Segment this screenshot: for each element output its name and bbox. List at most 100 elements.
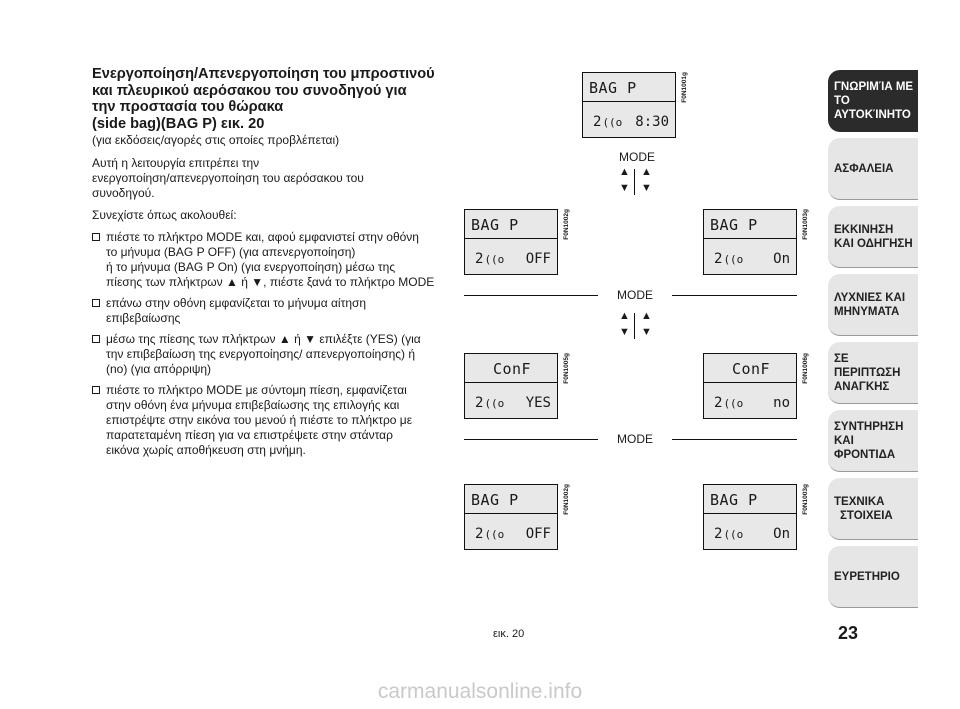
section-heading: Ενεργοποίηση/Απενεργοποίηση του μπροστιν…: [92, 66, 444, 132]
display-screen-bag-on-saved: BAG P 2((o On: [703, 484, 797, 550]
bullet-line: ή το μήνυμα (BAG P On) (για ενεργοποίηση…: [106, 260, 396, 274]
page-number: 23: [838, 623, 859, 643]
bullet-line: επιβεβαίωσης: [106, 311, 181, 325]
display-screen-clock: BAG P 2((o 8:30: [582, 72, 676, 138]
tab-label: ΜΗΝΥΜΑΤΑ: [834, 305, 900, 318]
bullet-line: παρατεταμένη πίεση για να επιστρέψετε στ…: [106, 428, 393, 442]
bullet-step-1: πιέστε το πλήκτρο MODE και, αφού εμφανισ…: [92, 230, 444, 290]
bullet-step-4: πιέστε το πλήκτρο MODE με σύντομη πίεση,…: [92, 383, 444, 458]
passenger-seat-icon: 2((o: [475, 250, 504, 268]
bullet-line: επάνω στην οθόνη εμφανίζεται το μήνυμα α…: [106, 296, 367, 310]
screen-divider: [465, 382, 557, 383]
seat-number: 2: [714, 251, 723, 267]
heading-line: (side bag)(BAG P) εικ. 20: [92, 115, 265, 132]
mode-label: MODE: [617, 288, 653, 302]
paragraph-line: Συνεχίστε όπως ακολουθεί:: [92, 208, 237, 222]
seat-number: 2: [475, 251, 484, 267]
arrow-up-icon: ▲: [641, 310, 652, 322]
tab-getting-to-know-the-car[interactable]: ΓΝΩΡΙΜΊΑ ΜΕ ΤΟ ΑΥΤΟΚΊΝΗΤΟ: [828, 70, 918, 132]
bullet-line: μέσω της πίεσης των πλήκτρων ▲ ή ▼ επιλέ…: [106, 332, 421, 346]
mode-label: MODE: [619, 150, 655, 164]
figure-code: F0N1002g: [563, 484, 570, 515]
arrow-divider: [634, 313, 635, 339]
seat-glyph: ((o: [723, 397, 744, 410]
figure-code: F0N1001g: [681, 72, 688, 103]
figure-code: F0N1006g: [802, 353, 809, 384]
bullet-line: εικόνα χωρίς αποθήκευση στη μνήμη.: [106, 443, 306, 457]
paragraph-line: Αυτή η λειτουργία επιτρέπει την: [92, 156, 260, 170]
arrow-divider: [634, 169, 635, 195]
screen-divider: [465, 238, 557, 239]
figure-code: F0N1003g: [802, 484, 809, 515]
tab-label: ΣΥΝΤΗΡΗΣΗ: [834, 420, 904, 433]
tab-label: ΚΑΙ ΟΔΗΓΗΣΗ: [834, 237, 913, 250]
screen-top-text: BAG P: [471, 216, 519, 234]
tab-label: ΑΝΑΓΚΗΣ: [834, 380, 890, 393]
passenger-seat-icon: 2((o: [714, 250, 743, 268]
tab-label: ΣΤΟΙΧΕΙΑ: [840, 509, 893, 522]
seat-number: 2: [475, 395, 484, 411]
screen-bottom-text: 8:30: [635, 114, 669, 130]
seat-number: 2: [593, 114, 602, 130]
screen-bottom-text: On: [773, 251, 790, 267]
seat-glyph: ((o: [484, 528, 505, 541]
tab-label: ΑΣΦΑΛΕΙΑ: [834, 162, 894, 175]
display-screen-conf-no: ConF 2((o no: [703, 353, 797, 419]
heading-subtitle: (για εκδόσεις/αγορές στις οποίες προβλέπ…: [92, 133, 340, 147]
screen-bottom-text: no: [773, 395, 790, 411]
seat-glyph: ((o: [484, 397, 505, 410]
tab-label: ΛΥΧΝΙΕΣ ΚΑΙ: [834, 291, 906, 304]
mode-label: MODE: [617, 432, 653, 446]
seat-glyph: ((o: [602, 116, 623, 129]
screen-bottom-text: YES: [525, 395, 551, 411]
tab-label: ΤΕΧΝΙΚΑ: [834, 495, 885, 508]
arrow-down-icon: ▼: [619, 326, 630, 338]
screen-divider: [583, 101, 675, 102]
bullet-step-2: επάνω στην οθόνη εμφανίζεται το μήνυμα α…: [92, 296, 444, 326]
passenger-seat-icon: 2((o: [475, 394, 504, 412]
seat-number: 2: [714, 526, 723, 542]
tab-label: ΣΕ ΠΕΡΙΠΤΩΣΗ: [834, 352, 901, 379]
tab-index[interactable]: ΕΥΡΕΤΗΡΙΟ: [828, 546, 918, 608]
seat-number: 2: [714, 395, 723, 411]
tab-label: ΚΑΙ ΦΡΟΝΤΙΔΑ: [834, 434, 896, 461]
bullet-line: επιστρέψτε στην εικόνα του μενού ή πιέστ…: [106, 413, 413, 427]
instruction-paragraph: Συνεχίστε όπως ακολουθεί:: [92, 208, 444, 223]
tab-label: ΕΥΡΕΤΗΡΙΟ: [834, 570, 900, 583]
intro-paragraph: Αυτή η λειτουργία επιτρέπει την ενεργοπο…: [92, 156, 444, 201]
passenger-seat-icon: 2((o: [714, 394, 743, 412]
heading-line: και πλευρικού αερόσακου του συνοδηγού γι…: [92, 82, 407, 99]
screen-top-text: BAG P: [710, 491, 758, 509]
bullet-line: πιέστε το πλήκτρο MODE με σύντομη πίεση,…: [106, 383, 407, 397]
screen-top-text: BAG P: [710, 216, 758, 234]
bullet-line: πίεσης των πλήκτρων ▲ ή ▼, πιέστε ξανά τ…: [106, 275, 435, 289]
display-screen-bag-off-saved: BAG P 2((o OFF: [464, 484, 558, 550]
tab-safety[interactable]: ΑΣΦΑΛΕΙΑ: [828, 138, 918, 200]
display-screen-bag-off: BAG P 2((o OFF: [464, 209, 558, 275]
screen-divider: [704, 382, 796, 383]
checkbox-bullet-icon: [92, 386, 100, 394]
checkbox-bullet-icon: [92, 299, 100, 307]
tab-label: ΤΟ ΑΥΤΟΚΊΝΗΤΟ: [834, 95, 911, 121]
text-column: Ενεργοποίηση/Απενεργοποίηση του μπροστιν…: [92, 66, 444, 464]
connector-line: [464, 295, 598, 296]
seat-glyph: ((o: [723, 253, 744, 266]
arrow-down-icon: ▼: [641, 326, 652, 338]
arrow-down-icon: ▼: [619, 182, 630, 194]
heading-line: την προστασία του θώρακα: [92, 99, 284, 115]
display-screen-bag-on: BAG P 2((o On: [703, 209, 797, 275]
figure-code: F0N1003g: [802, 209, 809, 240]
arrow-up-icon: ▲: [619, 310, 630, 322]
paragraph-line: ενεργοποίηση/απενεργοποίηση του αερόσακο…: [92, 171, 364, 185]
connector-line: [672, 439, 797, 440]
tab-label: ΓΝΩΡΙΜΊΑ ΜΕ: [834, 81, 914, 93]
bullet-step-3: μέσω της πίεσης των πλήκτρων ▲ ή ▼ επιλέ…: [92, 332, 444, 377]
heading-line: Ενεργοποίηση/Απενεργοποίηση του μπροστιν…: [92, 66, 435, 82]
screen-divider: [465, 513, 557, 514]
arrow-down-icon: ▼: [641, 182, 652, 194]
